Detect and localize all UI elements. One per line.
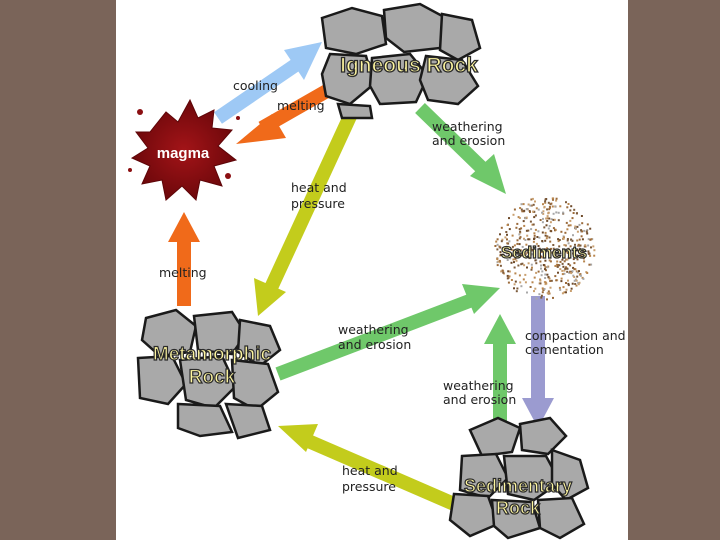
label-melting-left: melting [159, 265, 207, 280]
sediments-title: Sediments [501, 243, 587, 262]
label-weathering-igneous-2: and erosion [432, 133, 505, 148]
label-heat-igneous-1: heat and [291, 180, 347, 195]
label-heat-igneous-2: pressure [291, 196, 345, 211]
arrow-heat-pressure-igneous [254, 112, 352, 316]
label-compaction-2: cementation [525, 342, 604, 357]
label-heat-sedimentary-1: heat and [342, 463, 398, 478]
arrow-compaction [522, 296, 554, 428]
metamorphic-rock-node: Metamorphic Rock [138, 310, 280, 438]
magma-title: magma [157, 145, 210, 162]
metamorphic-title-line2: Rock [189, 367, 236, 388]
label-weathering-sedimentary-1: weathering [443, 378, 514, 393]
igneous-rock-node: Igneous Rock [322, 4, 480, 118]
sedimentary-title-line2: Rock [496, 498, 541, 518]
label-cooling: cooling [233, 78, 278, 93]
metamorphic-title-line1: Metamorphic [153, 344, 272, 365]
label-weathering-sedimentary-2: and erosion [443, 392, 516, 407]
label-weathering-metamorphic-2: and erosion [338, 337, 411, 352]
sedimentary-rock-node: Sedimentary Rock [450, 418, 588, 538]
label-melting-top: melting [277, 98, 325, 113]
sedimentary-title-line1: Sedimentary [464, 476, 572, 496]
igneous-rock-title: Igneous Rock [340, 54, 478, 77]
label-weathering-metamorphic-1: weathering [338, 322, 409, 337]
label-compaction-1: compaction and [525, 328, 626, 343]
arrow-melting-left [168, 212, 200, 306]
label-weathering-igneous-1: weathering [432, 119, 503, 134]
label-heat-sedimentary-2: pressure [342, 479, 396, 494]
sediments-node: Sediments [494, 197, 595, 300]
